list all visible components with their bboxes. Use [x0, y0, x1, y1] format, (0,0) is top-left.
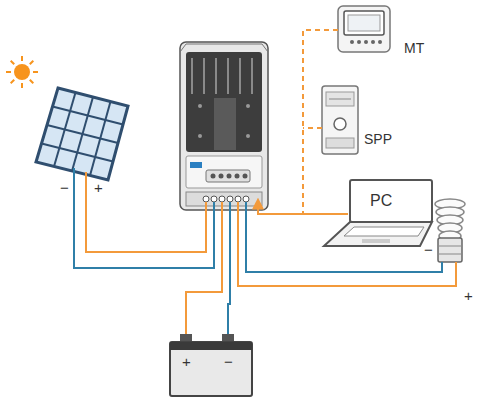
mt-meter: [338, 6, 390, 52]
heat-fin: [191, 58, 193, 94]
solar-panel: [36, 88, 128, 180]
terminal-screw: [243, 196, 249, 202]
terminal-screw: [219, 196, 225, 202]
panel-grid: [42, 144, 114, 162]
node-label: −: [60, 180, 69, 197]
node-label: MT: [404, 41, 424, 56]
spp-label-box: SPP: [322, 86, 398, 154]
node-label: −: [424, 242, 433, 259]
terminal-screw: [203, 196, 209, 202]
heat-fin: [239, 58, 241, 94]
sun-ray: [30, 80, 34, 84]
sun-ray: [21, 83, 23, 88]
heat-fin: [227, 58, 229, 94]
panel-grid: [47, 125, 118, 143]
node-label: +: [464, 288, 473, 305]
sun-ray: [6, 71, 11, 73]
sun-icon: [6, 56, 38, 88]
sun-ray: [21, 56, 23, 61]
heat-fin: [251, 58, 253, 94]
node-label: −: [224, 354, 233, 371]
node-label: +: [182, 354, 191, 371]
comm-cable: [303, 127, 322, 129]
panel-grid: [90, 102, 111, 176]
terminal-screw: [227, 196, 233, 202]
node-label: PC: [370, 192, 392, 210]
sun-ray: [11, 61, 15, 65]
node-label: +: [94, 180, 103, 197]
heat-fin: [203, 58, 205, 94]
terminal-screw: [235, 196, 241, 202]
heat-fin: [215, 58, 217, 94]
sun-ray: [11, 80, 15, 84]
sun-ray: [30, 61, 34, 65]
solar-panel-box: −+: [34, 86, 130, 199]
pc-box: PC: [322, 178, 434, 248]
mt-label-box: MT: [338, 5, 430, 58]
battery: [170, 334, 252, 396]
node-label: SPP: [364, 132, 392, 147]
comm-cable: [258, 200, 348, 214]
battery-box: +−: [168, 334, 254, 396]
spp-protector: [322, 86, 358, 154]
sun-ray: [33, 71, 38, 73]
load-negative-wire: [246, 202, 442, 272]
comm-cable: [303, 30, 338, 214]
pv-positive-wire: [86, 172, 206, 252]
battery-positive-wire: [186, 202, 222, 334]
light-bulb: [435, 199, 465, 262]
terminal-screw: [211, 196, 217, 202]
charge-controller: [180, 42, 268, 210]
battery-negative-wire: [228, 202, 230, 334]
pv-negative-wire: [74, 168, 214, 268]
bulb-box: −+: [418, 190, 482, 307]
